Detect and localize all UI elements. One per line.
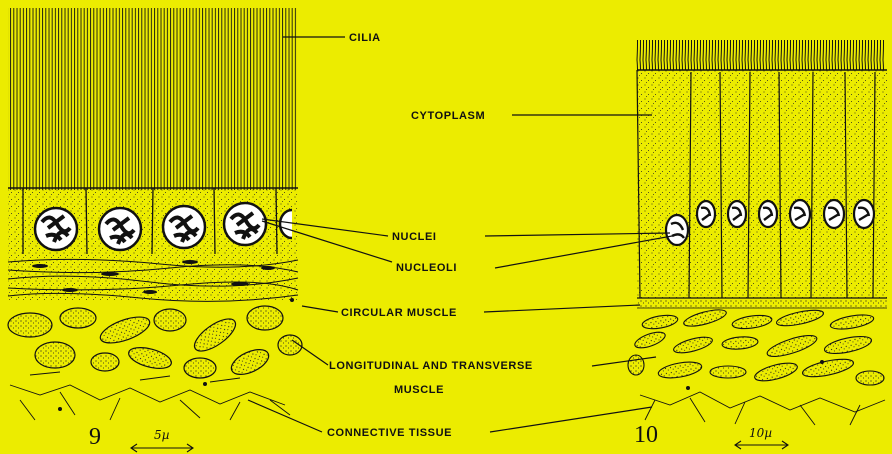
label-connective-tissue: CONNECTIVE TISSUE bbox=[327, 427, 452, 439]
scale-bar-right bbox=[735, 441, 788, 449]
connective-tissue-left bbox=[10, 372, 290, 420]
label-circular-muscle: CIRCULAR MUSCLE bbox=[341, 307, 457, 319]
figure-number-10: 10 bbox=[634, 422, 658, 448]
longitudinal-muscle-right bbox=[628, 307, 884, 385]
scale-bar-left bbox=[131, 444, 193, 452]
connective-tissue-right bbox=[640, 392, 885, 425]
label-longitudinal-muscle: LONGITUDINAL AND TRANSVERSE bbox=[329, 360, 533, 372]
cilia-layer-right bbox=[635, 40, 885, 70]
label-cilia: CILIA bbox=[349, 32, 381, 44]
label-longitudinal-muscle-line2: MUSCLE bbox=[394, 384, 444, 396]
circular-muscle-right bbox=[637, 298, 887, 308]
cell-layer-right bbox=[637, 70, 887, 298]
longitudinal-muscle-left bbox=[8, 306, 302, 380]
label-nuclei: NUCLEI bbox=[392, 231, 437, 243]
figure-number-9: 9 bbox=[89, 424, 101, 450]
label-nucleoli: NUCLEOLI bbox=[396, 262, 457, 274]
label-cytoplasm: CYTOPLASM bbox=[411, 110, 485, 122]
leader-lines bbox=[248, 37, 672, 432]
cilia-layer-left bbox=[8, 8, 298, 190]
scale-label-right: 10µ bbox=[749, 426, 772, 440]
scale-label-left: 5µ bbox=[154, 428, 170, 442]
figure-9 bbox=[8, 8, 302, 420]
